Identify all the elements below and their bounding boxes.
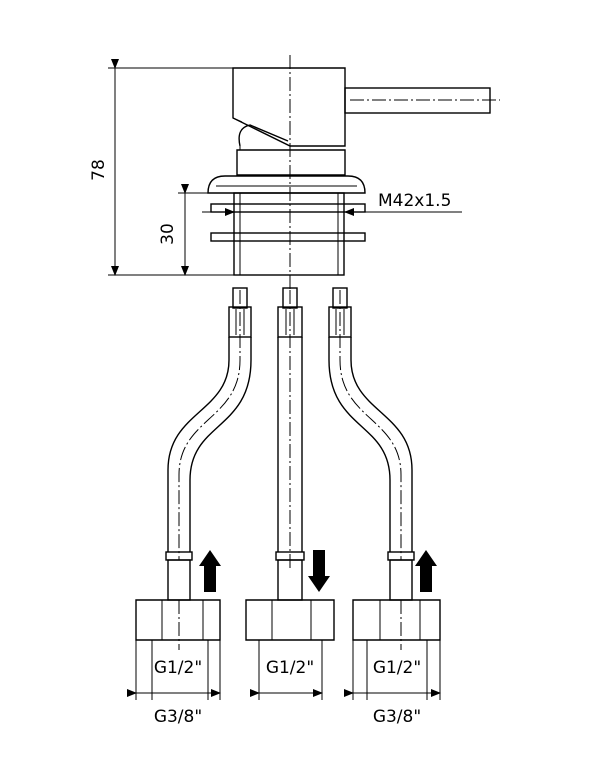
- hose-right: [328, 287, 413, 560]
- connector-left-dimensions: G1/2" G3/8": [127, 640, 221, 727]
- connector-middle: [245, 550, 335, 641]
- connector-left-inner-label: G1/2": [154, 658, 202, 678]
- connector-right-dimensions: G1/2" G3/8": [344, 640, 441, 727]
- connector-right-inner-label: G1/2": [373, 658, 421, 678]
- mixer-body: [207, 55, 500, 290]
- flow-up-arrow-icon: [415, 550, 437, 592]
- flow-down-arrow-icon: [308, 550, 330, 592]
- connector-left: [135, 550, 221, 650]
- hose-middle: [277, 287, 303, 570]
- dimension-30: 30: [158, 184, 234, 276]
- dimension-78-label: 78: [89, 159, 109, 181]
- connector-right-outer-label: G3/8": [373, 707, 421, 727]
- dimension-thread: M42x1.5: [202, 191, 462, 216]
- dimension-30-label: 30: [158, 223, 178, 245]
- hose-left: [167, 287, 252, 560]
- flow-up-arrow-icon: [199, 550, 221, 592]
- connector-middle-inner-label: G1/2": [266, 658, 314, 678]
- thread-label: M42x1.5: [378, 191, 451, 211]
- connector-middle-dimensions: G1/2": [250, 640, 323, 700]
- connector-left-outer-label: G3/8": [154, 707, 202, 727]
- connector-right: [352, 550, 441, 650]
